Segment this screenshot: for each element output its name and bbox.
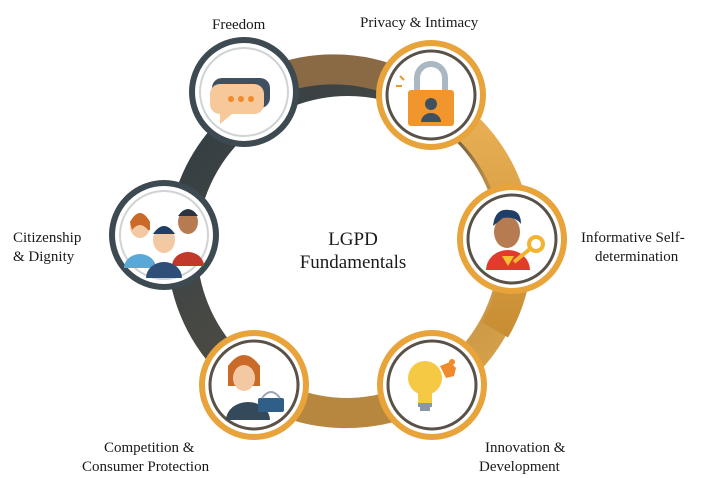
- speech-bubble-icon: [210, 78, 270, 124]
- label-self-determination-line-1: Informative Self-: [581, 230, 685, 246]
- center-title-line-2: Fundamentals: [299, 252, 407, 273]
- lightbulb-puzzle-icon: [408, 359, 456, 411]
- label-citizenship-line-1: Citizenship: [13, 230, 82, 246]
- label-citizenship-line-2: & Dignity: [13, 249, 75, 265]
- label-competition-line-2: Consumer Protection: [82, 459, 210, 475]
- shopper-basket-icon: [226, 355, 284, 420]
- node-citizenship: [109, 180, 219, 290]
- center-title-line-1: LGPD: [328, 229, 378, 250]
- label-competition-line-1: Competition &: [104, 440, 195, 456]
- label-self-determination: Informative Self- determination: [581, 229, 685, 267]
- person-with-key-icon: [486, 209, 545, 270]
- label-citizenship: Citizenship & Dignity: [13, 229, 81, 267]
- node-competition: [199, 330, 309, 440]
- label-innovation-line-2: Development: [479, 459, 560, 475]
- center-title: LGPD Fundamentals: [283, 228, 423, 274]
- node-self-determination: [457, 184, 567, 294]
- people-group-icon: [124, 209, 204, 278]
- label-competition: Competition & Consumer Protection: [82, 439, 209, 477]
- node-freedom: [189, 37, 299, 147]
- label-innovation: Innovation & Development: [479, 439, 565, 477]
- node-privacy: [376, 40, 486, 150]
- label-privacy-line-1: Privacy & Intimacy: [360, 15, 479, 31]
- padlock-icon: [396, 61, 454, 126]
- label-self-determination-line-2: determination: [595, 249, 679, 265]
- label-freedom: Freedom: [212, 16, 265, 35]
- label-freedom-line-1: Freedom: [212, 17, 266, 33]
- label-privacy: Privacy & Intimacy: [360, 14, 478, 33]
- node-innovation: [377, 330, 487, 440]
- label-innovation-line-1: Innovation &: [485, 440, 566, 456]
